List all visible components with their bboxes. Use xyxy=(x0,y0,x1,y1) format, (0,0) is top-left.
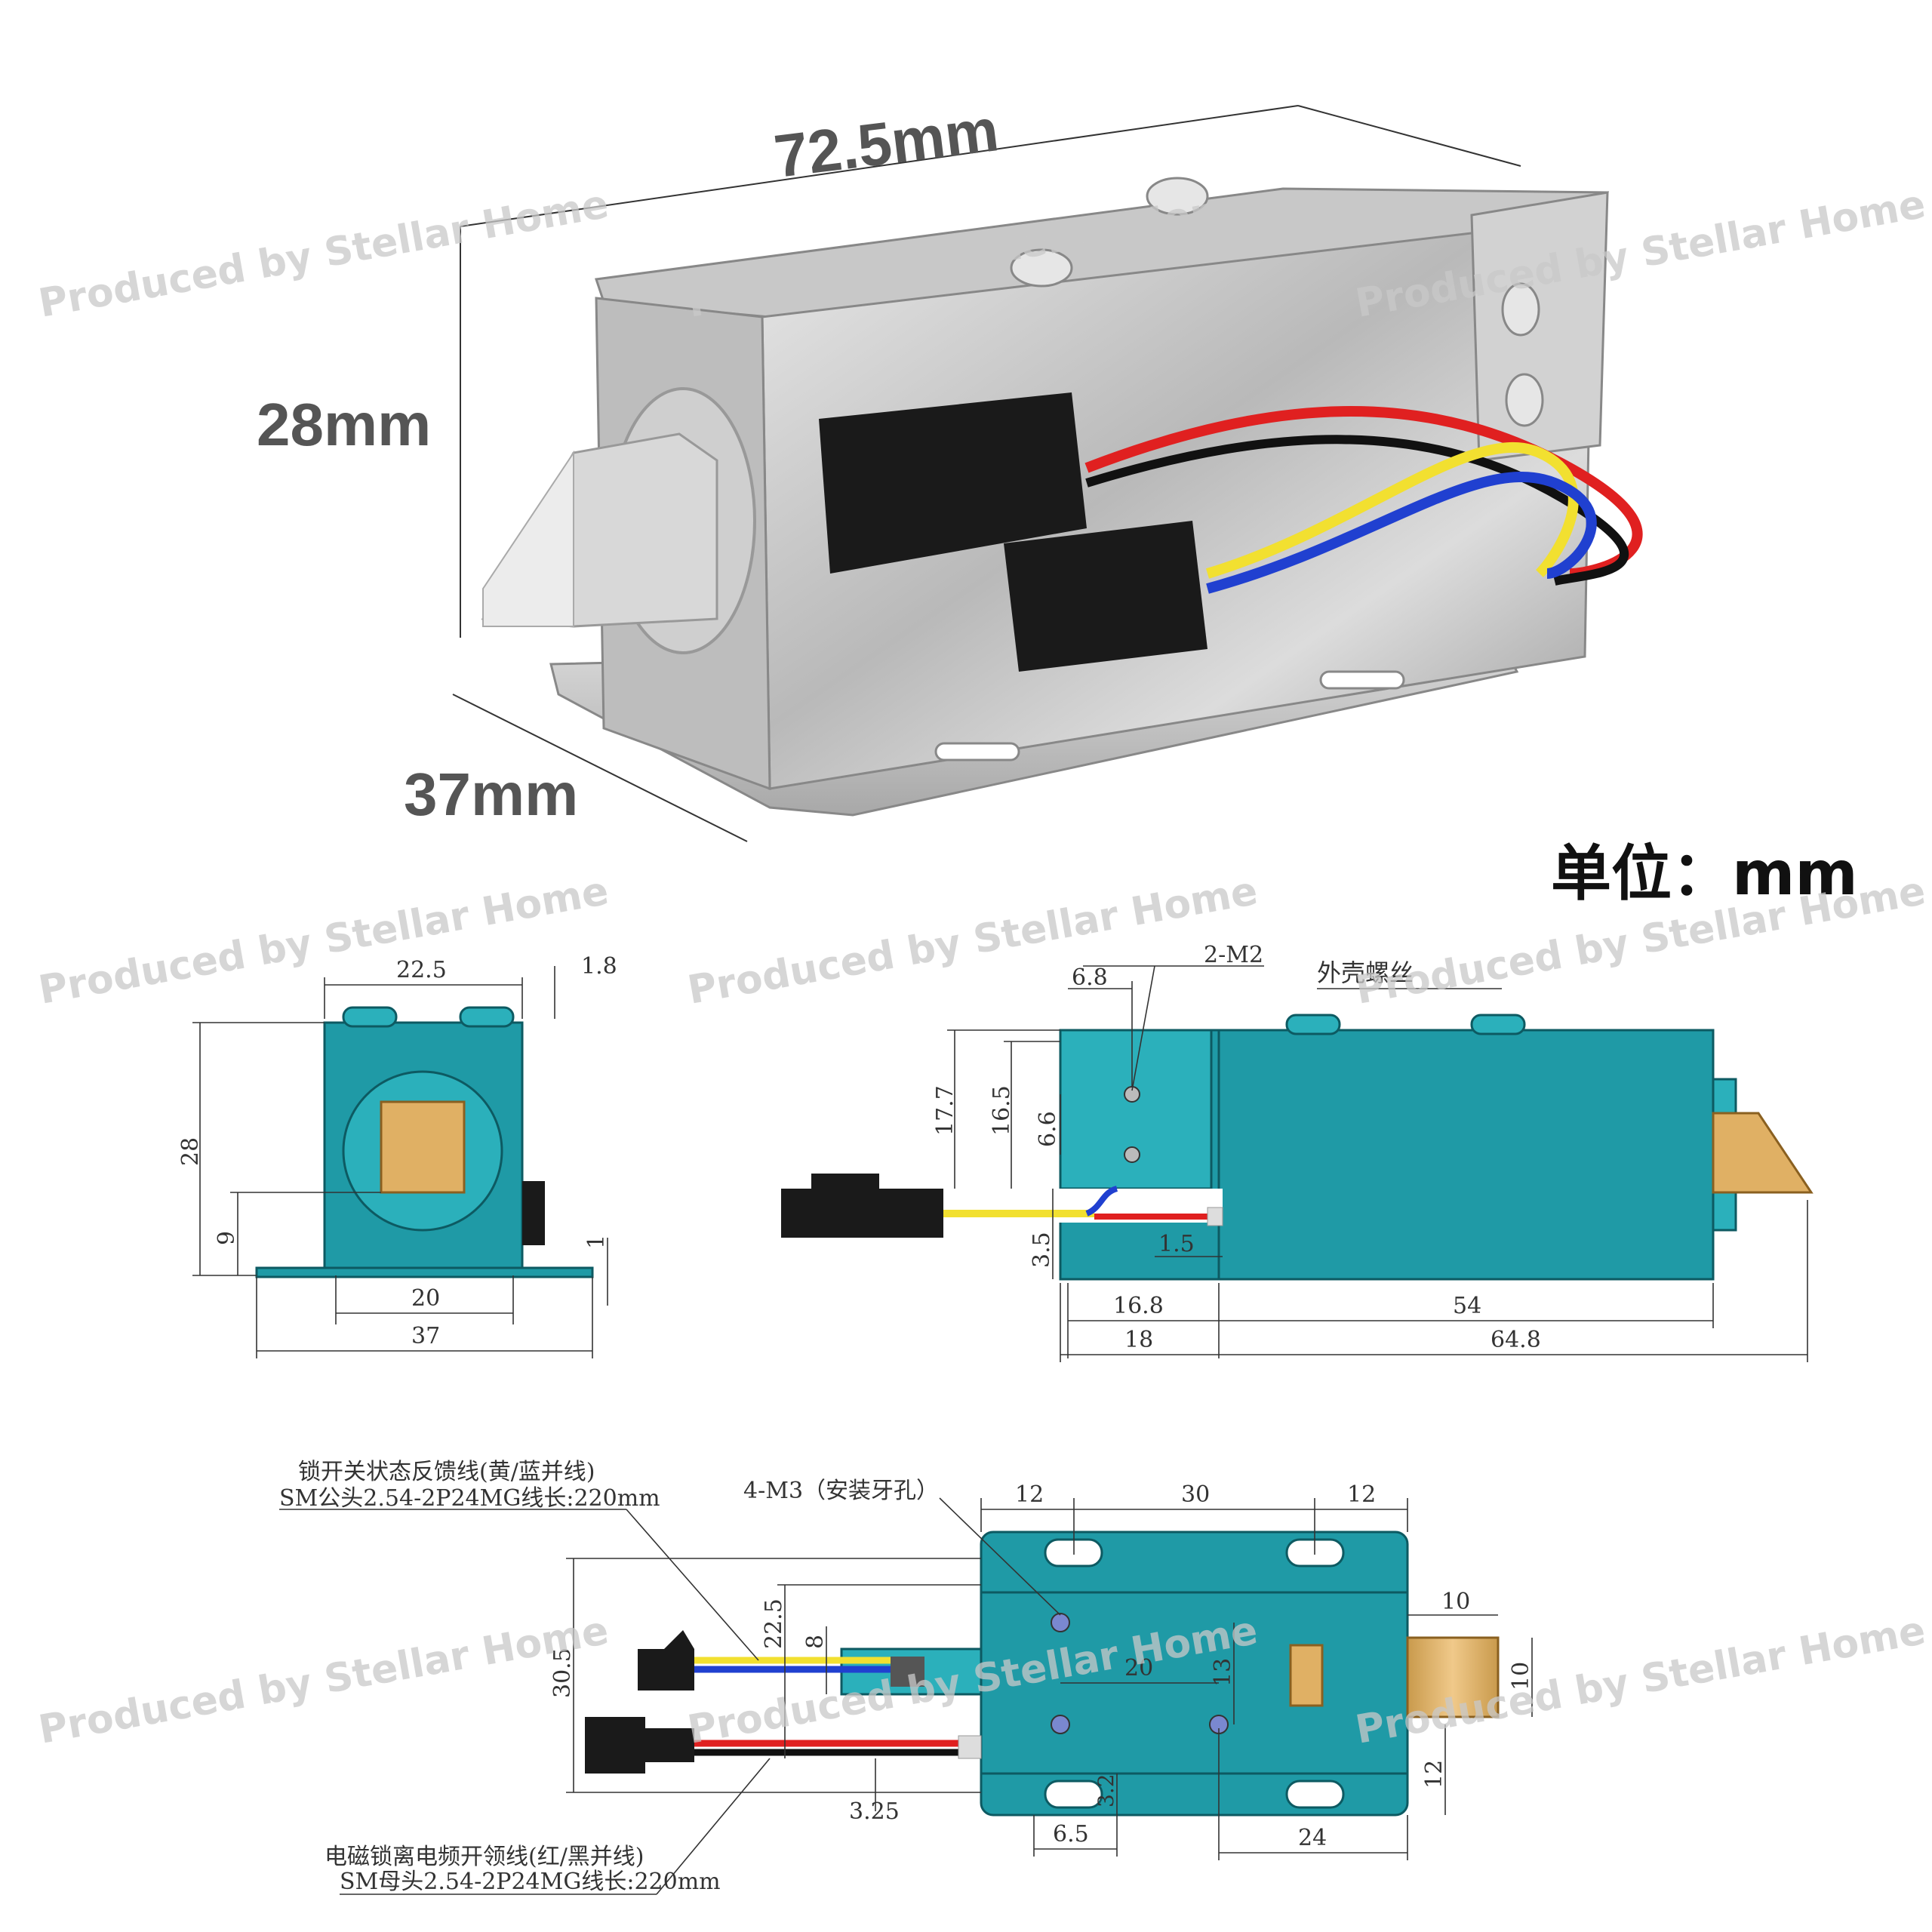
top-mount-label: 4-M3（安装牙孔） xyxy=(743,1478,939,1504)
side-screw-offset: 6.8 xyxy=(1072,964,1108,991)
top-d-30: 30 xyxy=(1181,1481,1210,1508)
side-h-6-6: 6.6 xyxy=(1035,1111,1061,1147)
side-h-3-5: 3.5 xyxy=(1029,1232,1055,1268)
front-top-width: 22.5 xyxy=(396,957,447,983)
photo-width-label: 37mm xyxy=(404,761,578,828)
top-d-6-5: 6.5 xyxy=(1053,1821,1089,1847)
top-d-24: 24 xyxy=(1298,1825,1327,1851)
top-feedback-line1: 锁开关状态反馈线(黄/蓝并线) xyxy=(298,1459,595,1485)
top-d-12c: 12 xyxy=(1421,1760,1447,1789)
front-plate-thickness: 1 xyxy=(583,1235,610,1249)
product-photo xyxy=(481,177,1643,817)
front-height: 28 xyxy=(177,1137,204,1166)
side-len-18: 18 xyxy=(1124,1327,1153,1353)
front-bolt-height: 9 xyxy=(214,1231,240,1245)
side-h-17-7: 17.7 xyxy=(932,1085,958,1136)
side-len-54: 54 xyxy=(1453,1293,1481,1319)
watermark: Produced by Stellar Home xyxy=(35,182,612,327)
side-gap-1-5: 1.5 xyxy=(1158,1231,1195,1257)
top-d-10b: 10 xyxy=(1508,1662,1534,1690)
photo-height-label: 28mm xyxy=(257,391,431,458)
top-d-13: 13 xyxy=(1210,1658,1236,1687)
top-feedback-line2: SM公头2.54-2P24MG线长:220mm xyxy=(279,1485,660,1512)
top-d-8: 8 xyxy=(802,1635,829,1649)
top-view: 锁开关状态反馈线(黄/蓝并线) SM公头2.54-2P24MG线长:220mm … xyxy=(279,1459,1534,1895)
front-lip: 1.8 xyxy=(581,953,617,980)
watermark: Produced by Stellar Home xyxy=(35,869,612,1014)
top-d-3-25: 3.25 xyxy=(849,1798,900,1825)
side-len-64-8: 64.8 xyxy=(1491,1327,1541,1353)
top-d-30-5: 30.5 xyxy=(549,1647,576,1698)
side-len-16-8: 16.8 xyxy=(1113,1293,1164,1319)
watermark: Produced by Stellar Home xyxy=(685,869,1261,1014)
watermark: Produced by Stellar Home xyxy=(35,1608,612,1753)
top-d-12a: 12 xyxy=(1015,1481,1044,1508)
side-screw-label: 2-M2 xyxy=(1204,942,1263,968)
top-d-10a: 10 xyxy=(1441,1589,1470,1615)
top-d-22-5: 22.5 xyxy=(761,1598,787,1649)
unit-label: 单位：mm xyxy=(1551,838,1858,909)
photo-length-label: 72.5mm xyxy=(771,96,1002,190)
front-view: 22.5 1.8 28 9 1 20 37 xyxy=(177,953,617,1358)
top-d-20: 20 xyxy=(1124,1655,1153,1681)
side-view: 2-M2 6.8 外壳螺丝 17.7 16.5 6.6 3.5 1.5 16.8… xyxy=(781,942,1814,1362)
top-power-line2: SM母头2.54-2P24MG线长:220mm xyxy=(340,1869,721,1895)
side-h-16-5: 16.5 xyxy=(989,1085,1015,1136)
top-power-line1: 电磁锁离电频开领线(红/黑并线) xyxy=(325,1844,645,1870)
front-hole-span: 20 xyxy=(411,1285,440,1312)
side-shell-screw-label: 外壳螺丝 xyxy=(1317,958,1414,987)
top-d-12b: 12 xyxy=(1347,1481,1376,1508)
front-base-width: 37 xyxy=(411,1323,440,1349)
top-d-3-2: 3.2 xyxy=(1094,1774,1118,1807)
